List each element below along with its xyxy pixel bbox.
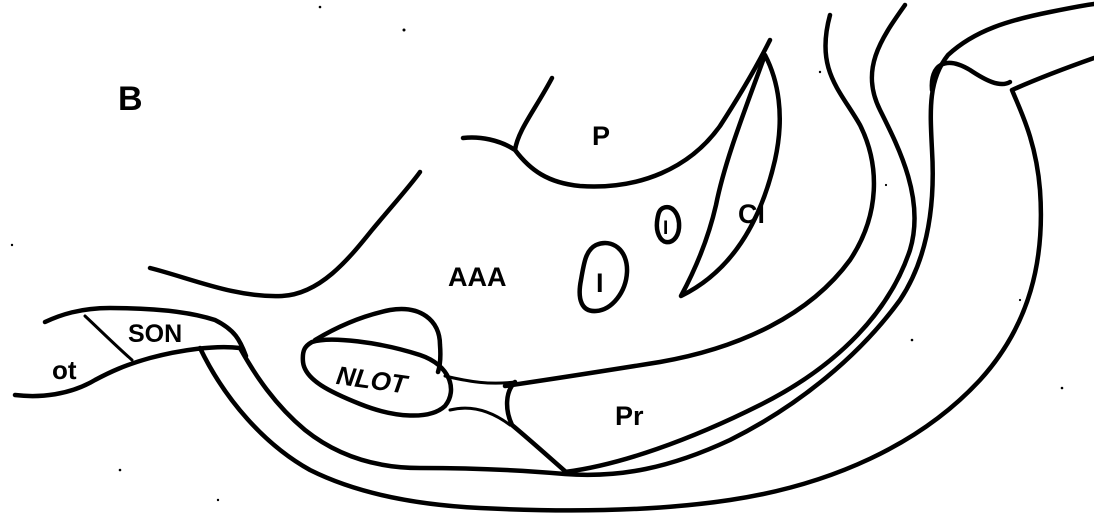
label-piriform: Pr [615,401,644,431]
nlot-pr-bridge-bottom [450,408,510,425]
ventral-surface-outer [200,58,1094,510]
label-claustrum: Cl [738,199,765,229]
scan-noise [11,6,1063,501]
label-son: SON [128,320,182,348]
nlot-pr-bridge-top [445,376,515,383]
label-island-small: I [663,218,668,239]
cortical-arc-inner [505,15,874,386]
son-divider [85,316,132,360]
cortical-arc-outer [932,63,1010,90]
putamen-boundary [463,40,770,186]
label-island-large: I [596,268,604,298]
claustrum-outline [681,55,780,296]
label-nlot: NLOT [334,360,410,400]
ventral-surface-inner [240,4,1094,475]
label-optic-tract: ot [52,355,77,385]
pr-left-boundary [507,382,566,472]
label-aaa: AAA [448,262,507,292]
panel-label: B [118,80,143,118]
amygdala-upper-border [150,172,420,296]
label-putamen: P [592,121,610,151]
